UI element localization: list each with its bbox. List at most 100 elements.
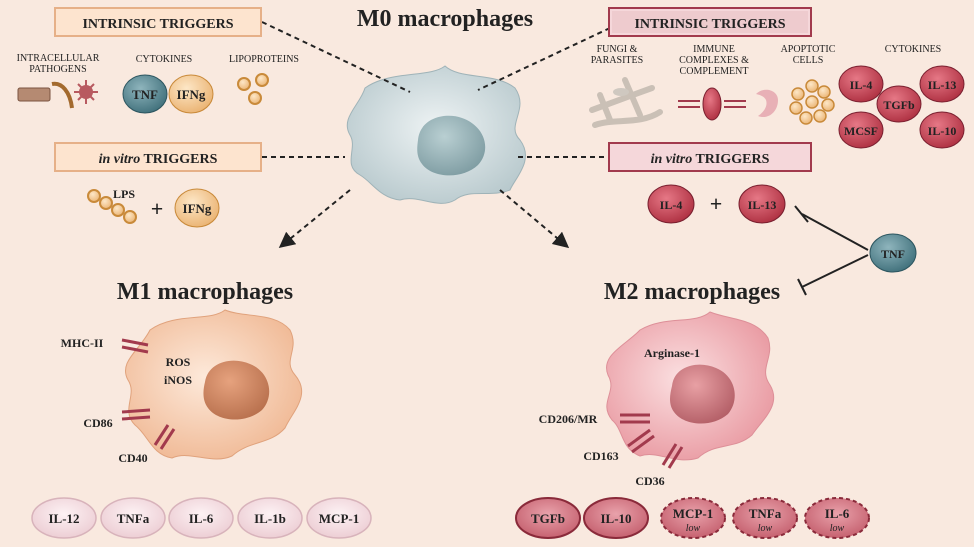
svg-text:MCSF: MCSF [844, 124, 878, 138]
mhc-ii-label: MHC-II [61, 336, 104, 350]
m0-macrophage-cell [346, 65, 526, 204]
m1-output-cytokines: IL-12 TNFa IL-6 IL-1b MCP-1 [31, 497, 372, 539]
svg-text:PARASITES: PARASITES [591, 55, 643, 66]
svg-text:COMPLEXES &: COMPLEXES & [679, 55, 749, 66]
svg-text:TGFb: TGFb [883, 98, 915, 112]
svg-text:IL-6: IL-6 [189, 511, 214, 526]
m1-output-pill: IL-6 [168, 497, 234, 539]
parasite-icon [613, 88, 629, 96]
tnf-pill-right: TNF [869, 233, 917, 273]
m2-output-cytokines: TGFb IL-10 MCP-1 low TNFa low IL-6 low [515, 497, 870, 539]
m2-output-pill: IL-10 [583, 497, 649, 539]
svg-text:IL-1b: IL-1b [254, 511, 286, 526]
svg-text:COMPLEMENT: COMPLEMENT [680, 66, 749, 77]
svg-text:IFNg: IFNg [183, 201, 212, 216]
lps-icon [87, 189, 137, 224]
svg-text:CELLS: CELLS [793, 55, 824, 66]
svg-text:MCP-1: MCP-1 [319, 511, 359, 526]
apoptotic-label: APOPTOTIC [781, 44, 836, 55]
m1-output-pill: IL-1b [237, 497, 303, 539]
m2-nucleus [670, 364, 735, 424]
svg-text:INTRINSIC TRIGGERS: INTRINSIC TRIGGERS [82, 17, 233, 32]
right-intrinsic-header: INTRINSIC TRIGGERS [608, 7, 812, 37]
svg-text:MCP-1: MCP-1 [673, 506, 713, 521]
cd206-label: CD206/MR [539, 412, 598, 426]
m0-nucleus [417, 115, 486, 176]
m2-macrophage-cell [606, 311, 775, 461]
intracellular-pathogens-icon [17, 80, 98, 109]
immune-complex-icon [678, 87, 746, 121]
ifng-pill-invitro: IFNg [174, 188, 220, 228]
svg-text:IFNg: IFNg [177, 87, 206, 102]
svg-text:in vitro TRIGGERS: in vitro TRIGGERS [651, 152, 770, 167]
fungi-label: FUNGI & [597, 44, 638, 55]
svg-text:TNF: TNF [881, 247, 905, 261]
dashed-connectors [261, 21, 611, 249]
svg-text:TNF: TNF [132, 87, 158, 102]
svg-text:IL-4: IL-4 [850, 78, 873, 92]
complement-icon [756, 89, 778, 118]
svg-text:TNFa: TNFa [117, 511, 150, 526]
inos-label: iNOS [164, 373, 192, 387]
right-cytokine-pill: IL-4 [838, 65, 884, 103]
right-cytokine-pill: IL-13 [919, 65, 965, 103]
m2-receptors [620, 413, 684, 469]
svg-text:PATHOGENS: PATHOGENS [29, 64, 86, 75]
svg-text:in vitro TRIGGERS: in vitro TRIGGERS [99, 152, 218, 167]
m1-output-pill: MCP-1 [306, 497, 372, 539]
left-invitro-header: in vitro TRIGGERS [54, 142, 262, 172]
svg-text:IL-13: IL-13 [748, 198, 777, 212]
m1-output-pill: TNFa [100, 497, 166, 539]
m2-output-pill: TGFb [515, 497, 581, 539]
tnf-inhibition-lines [794, 205, 869, 296]
m1-macrophage-cell [125, 309, 303, 460]
right-cytokine-pill: MCSF [838, 111, 884, 149]
tnf-pill-left: TNF [122, 74, 168, 114]
ifng-pill-left: IFNg [168, 74, 214, 114]
arginase-label: Arginase-1 [644, 346, 700, 360]
m2-output-pill: IL-6 low [804, 497, 870, 539]
lps-label: LPS [113, 187, 135, 201]
plus-left: + [151, 196, 164, 221]
svg-text:IL-10: IL-10 [600, 511, 631, 526]
svg-text:IL-10: IL-10 [928, 124, 957, 138]
m1-title: M1 macrophages [117, 279, 293, 305]
svg-text:low: low [758, 523, 773, 534]
svg-text:IL-4: IL-4 [660, 198, 683, 212]
svg-text:IL-13: IL-13 [928, 78, 957, 92]
svg-text:low: low [830, 523, 845, 534]
lipoproteins-icon [237, 73, 269, 105]
svg-text:IL-12: IL-12 [48, 511, 79, 526]
m2-output-pill: TNFa low [732, 497, 798, 539]
cd40-label: CD40 [118, 451, 147, 465]
il13-pill-invitro: IL-13 [738, 184, 786, 224]
m2-output-pill: MCP-1 low [660, 497, 726, 539]
cytokines-label-left: CYTOKINES [136, 54, 192, 65]
right-cytokine-pill: IL-10 [919, 111, 965, 149]
svg-text:TGFb: TGFb [531, 511, 565, 526]
m1-receptors [121, 338, 176, 450]
cd36-label: CD36 [635, 474, 664, 488]
left-intrinsic-header: INTRINSIC TRIGGERS [54, 7, 262, 37]
m2-title: M2 macrophages [604, 279, 780, 305]
cd86-label: CD86 [83, 416, 112, 430]
right-cytokine-pill: TGFb [876, 85, 922, 123]
svg-text:low: low [686, 523, 701, 534]
immune-complexes-label: IMMUNE [693, 44, 735, 55]
lipoproteins-label: LIPOPROTEINS [229, 54, 299, 65]
svg-text:IL-6: IL-6 [825, 506, 850, 521]
pathogens-label: INTRACELLULAR [17, 53, 100, 64]
svg-text:TNFa: TNFa [749, 506, 782, 521]
il4-pill-invitro: IL-4 [647, 184, 695, 224]
cytokines-label-right: CYTOKINES [885, 44, 941, 55]
m1-output-pill: IL-12 [31, 497, 97, 539]
m0-title: M0 macrophages [357, 6, 533, 32]
svg-text:INTRINSIC TRIGGERS: INTRINSIC TRIGGERS [634, 17, 785, 32]
apoptotic-cells-icon [789, 79, 835, 125]
right-invitro-header: in vitro TRIGGERS [608, 142, 812, 172]
plus-right: + [710, 191, 723, 216]
m1-nucleus [203, 360, 270, 420]
